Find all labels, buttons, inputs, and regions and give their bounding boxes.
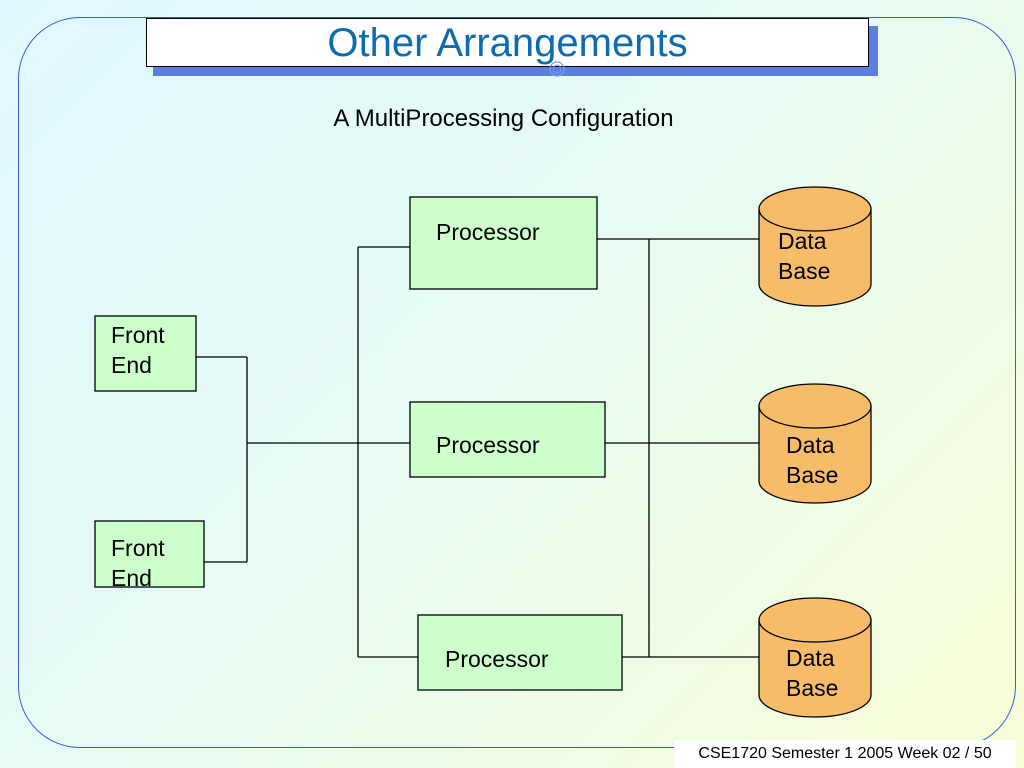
front-end-2-line2: End <box>111 565 152 591</box>
diagram-subtitle: A MultiProcessing Configuration <box>333 105 674 132</box>
title-box: Other Arrangements <box>146 18 869 67</box>
database-3-line2: Base <box>786 675 839 701</box>
database-1-line1: Data <box>778 228 827 254</box>
processor-1-label: Processor <box>436 219 540 245</box>
front-end-2-label: Front End <box>111 533 165 593</box>
front-end-2-line1: Front <box>111 535 165 561</box>
connector-lines <box>196 238 760 658</box>
front-end-1-label: Front End <box>111 320 165 380</box>
database-1-line2: Base <box>778 258 831 284</box>
processor-1-box <box>409 196 598 290</box>
database-2-label: Data Base <box>786 430 838 490</box>
front-end-1-line1: Front <box>111 322 165 348</box>
database-1-cylinder <box>758 186 872 307</box>
database-2-line1: Data <box>786 432 835 458</box>
processor-3-label: Processor <box>445 646 549 672</box>
slide-frame <box>18 17 1016 748</box>
front-end-1-box <box>94 315 197 392</box>
database-3-line1: Data <box>786 645 835 671</box>
title-ornament-icon <box>549 61 565 77</box>
front-end-2-box <box>94 520 205 588</box>
slide-footer: CSE1720 Semester 1 2005 Week 02 / 50 <box>674 740 1016 768</box>
database-2-line2: Base <box>786 462 839 488</box>
database-2-cylinder <box>758 383 872 504</box>
processor-3-box <box>417 614 623 691</box>
front-end-1-line2: End <box>111 352 152 378</box>
database-1-label: Data Base <box>778 226 830 286</box>
processor-2-label: Processor <box>436 432 540 458</box>
database-3-label: Data Base <box>786 643 838 703</box>
database-3-cylinder <box>758 597 872 718</box>
processor-2-box <box>409 401 606 478</box>
slide-title: Other Arrangements <box>327 21 688 65</box>
